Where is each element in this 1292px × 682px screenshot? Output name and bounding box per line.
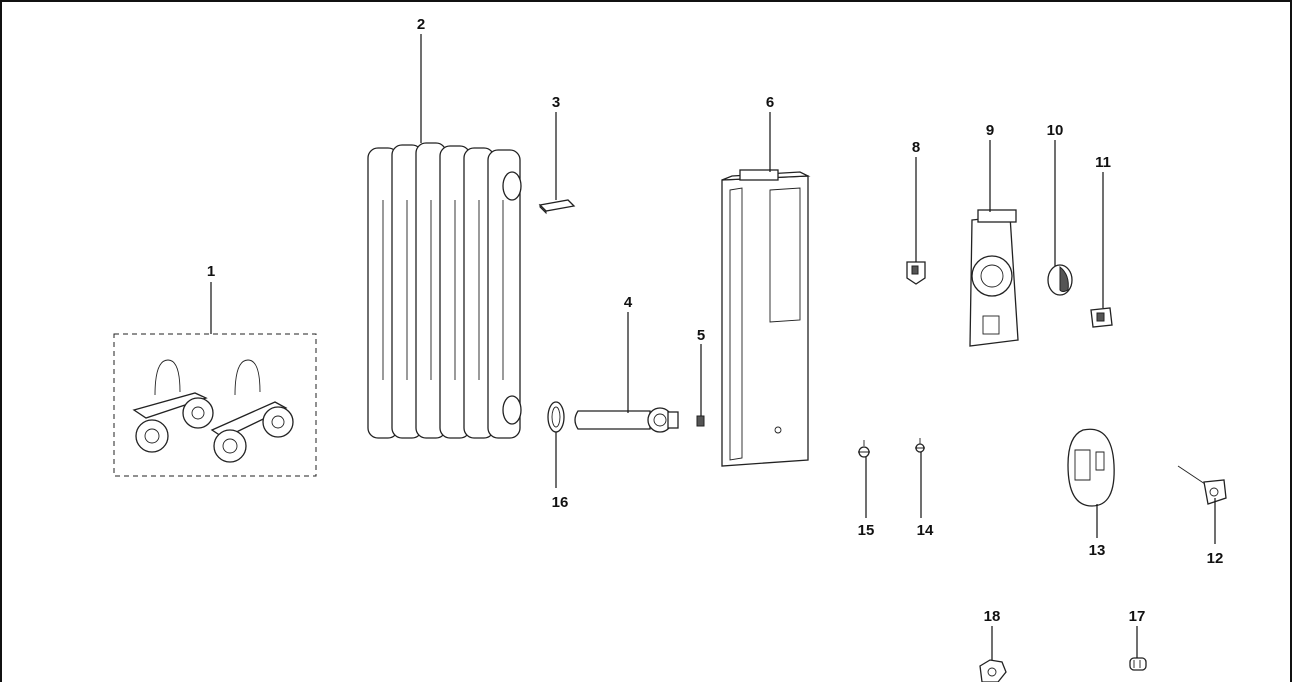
part-12-power-plug — [1177, 465, 1227, 505]
part-16-gasket-ring — [547, 401, 565, 433]
callout-6: 6 — [766, 94, 774, 111]
part-10-knob — [1047, 264, 1073, 296]
callout-2: 2 — [417, 16, 425, 33]
callout-13: 13 — [1089, 542, 1106, 559]
callout-18: 18 — [984, 608, 1001, 625]
part-9-control-panel — [969, 209, 1019, 347]
leader-lines — [210, 34, 1216, 660]
callout-10: 10 — [1047, 122, 1064, 139]
callout-11: 11 — [1095, 154, 1111, 171]
part-4-heating-element — [574, 407, 679, 433]
callout-1: 1 — [207, 263, 215, 280]
callout-3: 3 — [552, 94, 560, 111]
part-2-radiator-fins — [367, 142, 522, 439]
part-5-nut — [696, 415, 705, 427]
part-18-nut-cap — [979, 659, 1007, 682]
callout-5: 5 — [697, 327, 705, 344]
callout-17: 17 — [1129, 608, 1146, 625]
part-13-cover — [1067, 428, 1115, 507]
callout-4: 4 — [624, 294, 633, 311]
callout-labels: 1 2 3 4 5 6 8 9 10 11 12 13 14 15 16 17 … — [207, 16, 1224, 625]
part-6-side-housing — [721, 169, 811, 467]
part-1-caster-set — [113, 333, 317, 477]
part-11-switch — [1090, 307, 1113, 328]
part-14-fuse — [915, 438, 925, 453]
callout-16: 16 — [552, 494, 569, 511]
part-17-fitting — [1129, 657, 1147, 671]
callout-12: 12 — [1207, 550, 1224, 567]
part-3-plate — [538, 199, 576, 215]
callout-15: 15 — [858, 522, 875, 539]
part-8-clip — [906, 261, 926, 285]
part-15-sensor — [858, 440, 870, 458]
callout-9: 9 — [986, 122, 994, 139]
callout-14: 14 — [917, 522, 934, 539]
callout-8: 8 — [912, 139, 920, 156]
